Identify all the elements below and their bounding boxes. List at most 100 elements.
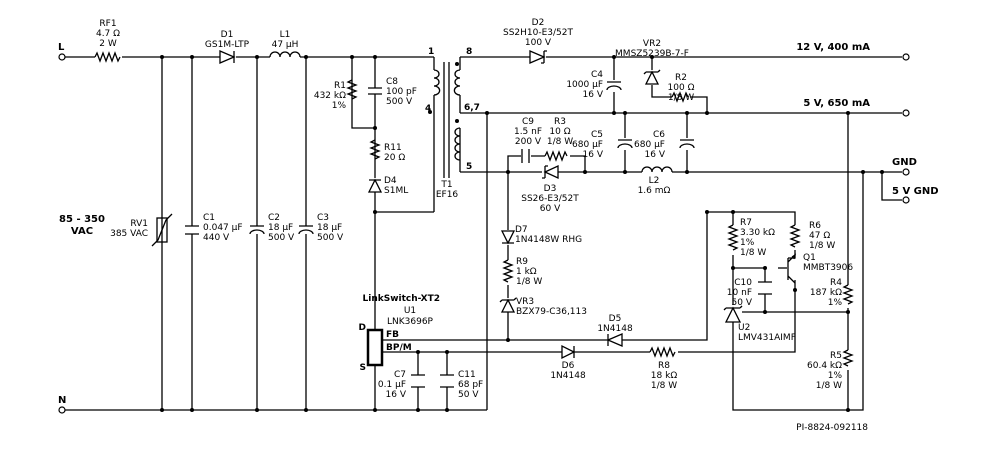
c3-label-line: 18 µF <box>317 223 342 233</box>
c4-label-line: 1000 µF <box>566 80 603 90</box>
label-gnd5: 5 V GND <box>892 186 939 197</box>
r8-label-line: R8 <box>658 361 670 371</box>
u2-label-line: LMV431AIMF <box>738 333 796 343</box>
d5-label-line: D5 <box>609 314 622 324</box>
r3-resistor <box>544 150 568 162</box>
r9-resistor <box>502 259 514 283</box>
rf1-label-line: 2 W <box>99 39 117 49</box>
r2-label-line: 100 Ω <box>668 83 695 93</box>
ic-pin-s: S <box>360 363 366 373</box>
input-voltage-type: VAC <box>71 226 93 237</box>
c11-label-line: 50 V <box>458 390 479 400</box>
c9-label-line: C9 <box>522 117 534 127</box>
c1-capacitor <box>185 225 199 235</box>
c10-capacitor <box>758 281 772 295</box>
l1-inductor <box>269 51 301 58</box>
r6-resistor <box>789 224 801 248</box>
d2-diode <box>529 50 547 64</box>
l2-label-line: 1.6 mΩ <box>638 186 671 196</box>
vr3-label-line: BZX79-C36,113 <box>516 307 587 317</box>
r7-resistor <box>727 224 739 251</box>
pin-4: 4 <box>425 104 431 114</box>
ic-pin-d: D <box>359 323 366 333</box>
r2-label-line: 1/8 W <box>668 93 694 103</box>
d2-label-line: 100 V <box>525 38 552 48</box>
r7-label-line: 1% <box>740 238 755 248</box>
q1-label-line: Q1 <box>803 253 816 263</box>
rf1-label-line: RF1 <box>99 19 116 29</box>
d7-diode <box>500 230 516 245</box>
r8-label-line: 1/8 W <box>651 381 677 391</box>
vr2-zener <box>643 69 661 85</box>
c8-label-line: 500 V <box>386 97 413 107</box>
c9-capacitor <box>521 149 530 163</box>
c7-label-line: 0.1 µF <box>378 380 406 390</box>
l1-label-line: L1 <box>280 30 291 40</box>
label-out12: 12 V, 400 mA <box>796 42 870 53</box>
q1-label-line: MMBT3906 <box>803 263 853 273</box>
r3-label-line: R3 <box>554 117 566 127</box>
c4-label-line: C4 <box>591 70 603 80</box>
rv1-label-line: 385 VAC <box>110 229 148 239</box>
c11-label-line: 68 pF <box>458 380 483 390</box>
r2-resistor <box>671 91 689 103</box>
c1-label-line: 0.047 µF <box>203 223 243 233</box>
ic-family: LinkSwitch-XT2 <box>363 294 440 304</box>
c3-label-line: C3 <box>317 213 329 223</box>
c2-capacitor <box>249 225 265 235</box>
r4-label-line: 1% <box>828 298 843 308</box>
u2-label-line: U2 <box>738 323 750 333</box>
c5-label-line: 16 V <box>583 150 604 160</box>
d2-label-line: SS2H10-E3/52T <box>503 28 574 38</box>
r5-label-line: R5 <box>830 351 842 361</box>
r11-label-line: R11 <box>384 143 402 153</box>
r9-label-line: 1 kΩ <box>516 267 537 277</box>
c8-label-line: 100 pF <box>386 87 417 97</box>
c7-capacitor <box>411 374 425 388</box>
c11-label-line: C11 <box>458 370 476 380</box>
d6-label-line: D6 <box>562 361 575 371</box>
c1-label-line: 440 V <box>203 233 230 243</box>
c3-label-line: 500 V <box>317 233 344 243</box>
r6-label-line: 1/8 W <box>809 241 835 251</box>
r6-label-line: R6 <box>809 221 821 231</box>
c2-label-line: C2 <box>268 213 280 223</box>
d4-label-line: D4 <box>384 176 397 186</box>
d1-label-line: D1 <box>221 30 234 40</box>
r5-resistor <box>842 349 854 367</box>
r7-label-line: 3.30 kΩ <box>740 228 775 238</box>
vr2-label-line: MMSZ5239B-7-F <box>615 49 689 59</box>
c10-label-line: 10 nF <box>727 288 752 298</box>
c8-capacitor <box>368 87 382 95</box>
c3-capacitor <box>298 225 314 235</box>
c1-label-line: C1 <box>203 213 215 223</box>
rv1-varistor <box>151 213 173 247</box>
label-gnd: GND <box>892 157 917 168</box>
label-l: L <box>58 42 65 53</box>
r7-label-line: R7 <box>740 218 752 228</box>
c11-capacitor <box>440 374 454 388</box>
ic-pin-bpm: BP/M <box>386 343 412 353</box>
d6-diode <box>561 344 576 360</box>
c7-label-line: C7 <box>394 370 406 380</box>
terminals <box>58 53 910 414</box>
pin-6-7: 6,7 <box>464 103 480 113</box>
